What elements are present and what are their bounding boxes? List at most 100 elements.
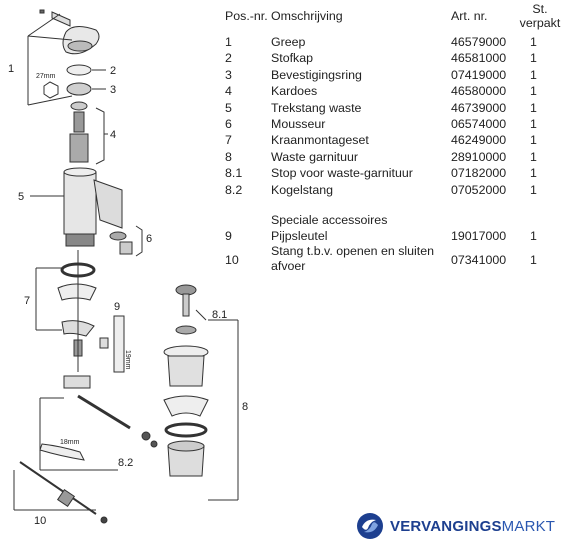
brand-name-regular: MARKT <box>501 517 556 535</box>
callout-label-1: 1 <box>8 63 14 75</box>
parts-table: Pos.-nr. Omschrijving Art. nr. St. verpa… <box>225 2 560 278</box>
cover-cap-part <box>66 64 92 76</box>
cell-qty: 1 <box>530 166 537 181</box>
cell-article: 46581000 <box>451 51 507 66</box>
cell-article: 46739000 <box>451 100 507 115</box>
cell-qty: 1 <box>530 100 537 115</box>
cell-article: 19017000 <box>451 228 507 243</box>
callout-line-1 <box>27 13 73 106</box>
cell-description: Stofkap <box>271 51 314 66</box>
header-article: Art. nr. <box>451 9 488 23</box>
cell-pos: 4 <box>225 84 232 99</box>
cell-qty: 1 <box>530 133 537 148</box>
cell-description: Greep <box>271 35 306 49</box>
cell-qty: 1 <box>530 149 537 164</box>
callout-line-4 <box>95 107 108 165</box>
cell-article: 46579000 <box>451 35 507 49</box>
callout-label-6: 6 <box>146 233 152 245</box>
cartridge-part <box>69 101 89 163</box>
cell-description: Bevestigingsring <box>271 67 362 82</box>
callout-label-10: 10 <box>34 515 46 527</box>
table-row: 3 Bevestigingsring 07419000 1 <box>225 67 560 83</box>
header-pos: Pos.-nr. <box>225 9 268 23</box>
callout-label-2: 2 <box>110 65 116 77</box>
cell-pos: 8.2 <box>225 182 243 197</box>
callout-label-5: 5 <box>18 191 24 203</box>
callout-line-6 <box>135 225 143 257</box>
callout-label-3: 3 <box>110 84 116 96</box>
callout-line-8-2 <box>39 397 118 471</box>
callout-label-4: 4 <box>110 129 116 141</box>
cell-article: 07419000 <box>451 67 507 82</box>
exploded-parts-diagram: 1 2 3 4 5 6 7 8 8.1 8.2 9 10 27mm 19mm 1… <box>8 9 248 527</box>
header-quantity-line1: St. <box>532 2 548 16</box>
faucet-body-part <box>63 167 123 247</box>
callout-line-8 <box>208 319 239 501</box>
cell-qty: 1 <box>530 51 537 66</box>
cell-description: Kraanmontageset <box>271 133 369 148</box>
callout-label-8: 8 <box>242 401 248 413</box>
cell-qty: 1 <box>530 182 537 197</box>
cell-qty: 1 <box>530 84 537 99</box>
callout-line-10 <box>13 470 96 511</box>
table-row: 8.1 Stop voor waste-garnituur 07182000 1 <box>225 165 560 181</box>
cell-description: Kogelstang <box>271 182 334 197</box>
cell-description: Pijpsleutel <box>271 228 328 243</box>
special-accessories-title: Speciale accessoires <box>271 212 388 227</box>
cell-article: 06574000 <box>451 116 507 131</box>
handle-part <box>39 9 100 55</box>
header-quantity-line2: verpakt <box>519 16 561 30</box>
table-row: 1 Greep 46579000 1 <box>225 34 560 50</box>
brand-name-bold: VERVANGINGS <box>390 517 502 535</box>
pipe-wrench-part <box>99 315 125 373</box>
callout-label-9: 9 <box>114 301 120 313</box>
header-quantity: St. verpakt <box>519 2 561 30</box>
cell-pos: 1 <box>225 35 232 49</box>
mounting-set-part <box>57 250 97 372</box>
cell-pos: 6 <box>225 116 232 131</box>
cell-description: Stop voor waste-garnituur <box>271 166 413 181</box>
table-row: 2 Stofkap 46581000 1 <box>225 50 560 66</box>
dimension-label-rod: 18mm <box>60 439 80 446</box>
dimension-label-nut: 27mm <box>36 73 56 80</box>
cell-description: Stang t.b.v. openen en sluiten afvoer <box>271 244 435 274</box>
cell-article: 07341000 <box>451 253 507 268</box>
cell-qty: 1 <box>530 116 537 131</box>
cell-qty: 1 <box>530 228 537 243</box>
cell-qty: 1 <box>530 35 537 49</box>
table-header: Pos.-nr. Omschrijving Art. nr. St. verpa… <box>225 2 560 34</box>
table-row: 8 Waste garnituur 28910000 1 <box>225 149 560 165</box>
swirl-logo-icon <box>357 513 383 539</box>
cell-qty: 1 <box>530 67 537 82</box>
cell-article: 46249000 <box>451 133 507 148</box>
operating-rod-part <box>19 443 108 524</box>
cell-pos: 8 <box>225 149 232 164</box>
cell-article: 07182000 <box>451 166 507 181</box>
table-row: 7 Kraanmontageset 46249000 1 <box>225 132 560 148</box>
cell-article: 46580000 <box>451 84 507 99</box>
callout-label-8-2: 8.2 <box>118 457 133 469</box>
fastening-ring-part <box>66 82 92 96</box>
cell-description: Mousseur <box>271 116 326 131</box>
table-row: 6 Mousseur 06574000 1 <box>225 116 560 132</box>
cell-description: Trekstang waste <box>271 100 362 115</box>
table-row: 9 Pijpsleutel 19017000 1 <box>225 228 560 244</box>
cell-description: Kardoes <box>271 84 318 99</box>
pop-up-rod-part <box>63 375 158 448</box>
brand-name: VERVANGINGSMARKT <box>390 518 555 535</box>
cell-pos: 3 <box>225 67 232 82</box>
waste-set-part <box>163 284 209 477</box>
cell-pos: 10 <box>225 253 239 268</box>
cell-article: 28910000 <box>451 149 507 164</box>
brand-logo[interactable]: VERVANGINGSMARKT <box>356 511 555 541</box>
table-row: 5 Trekstang waste 46739000 1 <box>225 100 560 116</box>
callout-label-8-1: 8.1 <box>212 309 227 321</box>
table-row: 4 Kardoes 46580000 1 <box>225 83 560 99</box>
cell-pos: 9 <box>225 228 232 243</box>
cell-description: Waste garnituur <box>271 149 359 164</box>
table-row: 8.2 Kogelstang 07052000 1 <box>225 182 560 198</box>
dimension-label-wrench: 19mm <box>124 350 131 370</box>
nut-icon <box>43 81 59 99</box>
callout-line-8-1 <box>195 309 207 321</box>
cell-pos: 2 <box>225 51 232 66</box>
